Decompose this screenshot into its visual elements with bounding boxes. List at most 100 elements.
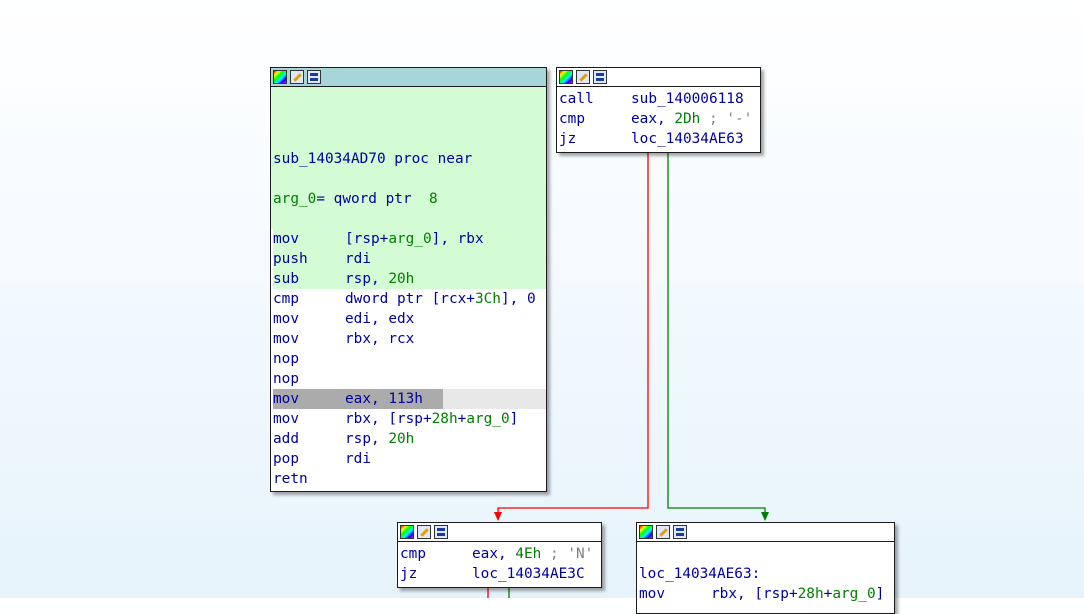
comment: ; '-' bbox=[700, 111, 753, 127]
operand: rbx, [rsp+ bbox=[345, 411, 432, 427]
instruction-line[interactable]: mov[rsp+arg_0], rbx bbox=[273, 229, 546, 249]
instruction-text: nop bbox=[273, 351, 345, 367]
color-palette-icon[interactable] bbox=[639, 525, 653, 539]
instruction-text: mov eax, 113h bbox=[273, 391, 423, 407]
numeric-constant: 20h bbox=[388, 271, 415, 287]
color-palette-icon[interactable] bbox=[559, 70, 573, 84]
function-block-main[interactable]: sub_14034AD70 proc near arg_0= qword ptr… bbox=[270, 67, 547, 492]
graph-view-icon[interactable] bbox=[593, 70, 607, 84]
block-titlebar[interactable] bbox=[271, 68, 546, 87]
arg-name: arg_0 bbox=[273, 191, 317, 207]
edit-pencil-icon[interactable] bbox=[656, 525, 670, 539]
argument-ref: arg_0 bbox=[466, 411, 510, 427]
operand: edi, edx bbox=[345, 311, 415, 327]
location-label[interactable]: loc_14034AE63: bbox=[639, 566, 761, 582]
proc-declaration[interactable]: sub_14034AD70 proc near bbox=[273, 151, 473, 167]
mnemonic: nop bbox=[273, 351, 299, 367]
mnemonic: call bbox=[559, 91, 594, 107]
edge-false-arrow bbox=[494, 512, 502, 521]
edge-true-arrow bbox=[761, 512, 769, 521]
mnemonic: mov bbox=[273, 411, 299, 427]
operand: rdi bbox=[345, 451, 371, 467]
color-palette-icon[interactable] bbox=[400, 525, 414, 539]
operand: eax, 113h bbox=[345, 391, 423, 407]
instruction-text: retn bbox=[273, 471, 345, 487]
graph-view-icon[interactable] bbox=[434, 525, 448, 539]
operand: ], rbx bbox=[431, 231, 484, 247]
color-palette-icon[interactable] bbox=[273, 70, 287, 84]
comment: ; 'N' bbox=[541, 546, 594, 562]
graph-view-icon[interactable] bbox=[673, 525, 687, 539]
instruction-line[interactable]: mov eax, 113h bbox=[273, 389, 546, 409]
operand: rbx, [rsp+ bbox=[711, 586, 798, 602]
edit-pencil-icon[interactable] bbox=[290, 70, 304, 84]
instruction-line[interactable]: jz loc_14034AE63 bbox=[559, 129, 760, 149]
operand: rsp, bbox=[345, 431, 389, 447]
mnemonic: cmp bbox=[273, 291, 299, 307]
operand: + bbox=[457, 411, 467, 427]
instruction-text: nop bbox=[273, 371, 345, 387]
operand: eax, bbox=[631, 111, 675, 127]
instruction-line[interactable]: retn bbox=[273, 469, 546, 489]
mnemonic: jz bbox=[559, 131, 577, 147]
instruction-line[interactable]: nop bbox=[273, 369, 546, 389]
instruction-line[interactable]: nop bbox=[273, 349, 546, 369]
mnemonic: retn bbox=[273, 471, 308, 487]
instruction-text: call sub_140006118 bbox=[559, 91, 744, 107]
numeric-constant: 28h bbox=[797, 586, 824, 602]
graph-view-icon[interactable] bbox=[307, 70, 321, 84]
mnemonic: mov bbox=[273, 391, 299, 407]
argument-ref: arg_0 bbox=[388, 231, 432, 247]
edit-pencil-icon[interactable] bbox=[417, 525, 431, 539]
graph-edges bbox=[487, 153, 769, 598]
instruction-text: mov[rsp+arg_0], rbx bbox=[273, 231, 484, 247]
operand: sub_140006118 bbox=[631, 91, 744, 107]
block-titlebar[interactable] bbox=[557, 68, 760, 87]
arg-declaration[interactable]: arg_0= qword ptr 8 bbox=[273, 191, 438, 207]
proc-header-area: sub_14034AD70 proc near arg_0= qword ptr… bbox=[271, 87, 546, 229]
edit-pencil-icon[interactable] bbox=[576, 70, 590, 84]
mnemonic: cmp bbox=[400, 546, 426, 562]
operand: rbx, rcx bbox=[345, 331, 415, 347]
operand: ] bbox=[875, 586, 885, 602]
numeric-constant: 4Eh bbox=[515, 546, 542, 562]
operand: dword ptr [rcx+ bbox=[345, 291, 475, 307]
mnemonic: mov bbox=[639, 586, 665, 602]
operand: loc_14034AE3C bbox=[472, 566, 585, 582]
numeric-constant: 2Dh bbox=[674, 111, 701, 127]
operand: loc_14034AE63 bbox=[631, 131, 744, 147]
mnemonic: add bbox=[273, 431, 299, 447]
edge-true-branch bbox=[667, 153, 766, 520]
block-titlebar[interactable] bbox=[637, 523, 894, 542]
mnemonic: nop bbox=[273, 371, 299, 387]
block-titlebar[interactable] bbox=[398, 523, 601, 542]
operand: [rsp+ bbox=[345, 231, 389, 247]
instruction-line[interactable]: call sub_140006118 bbox=[559, 89, 760, 109]
mnemonic: push bbox=[273, 251, 308, 267]
